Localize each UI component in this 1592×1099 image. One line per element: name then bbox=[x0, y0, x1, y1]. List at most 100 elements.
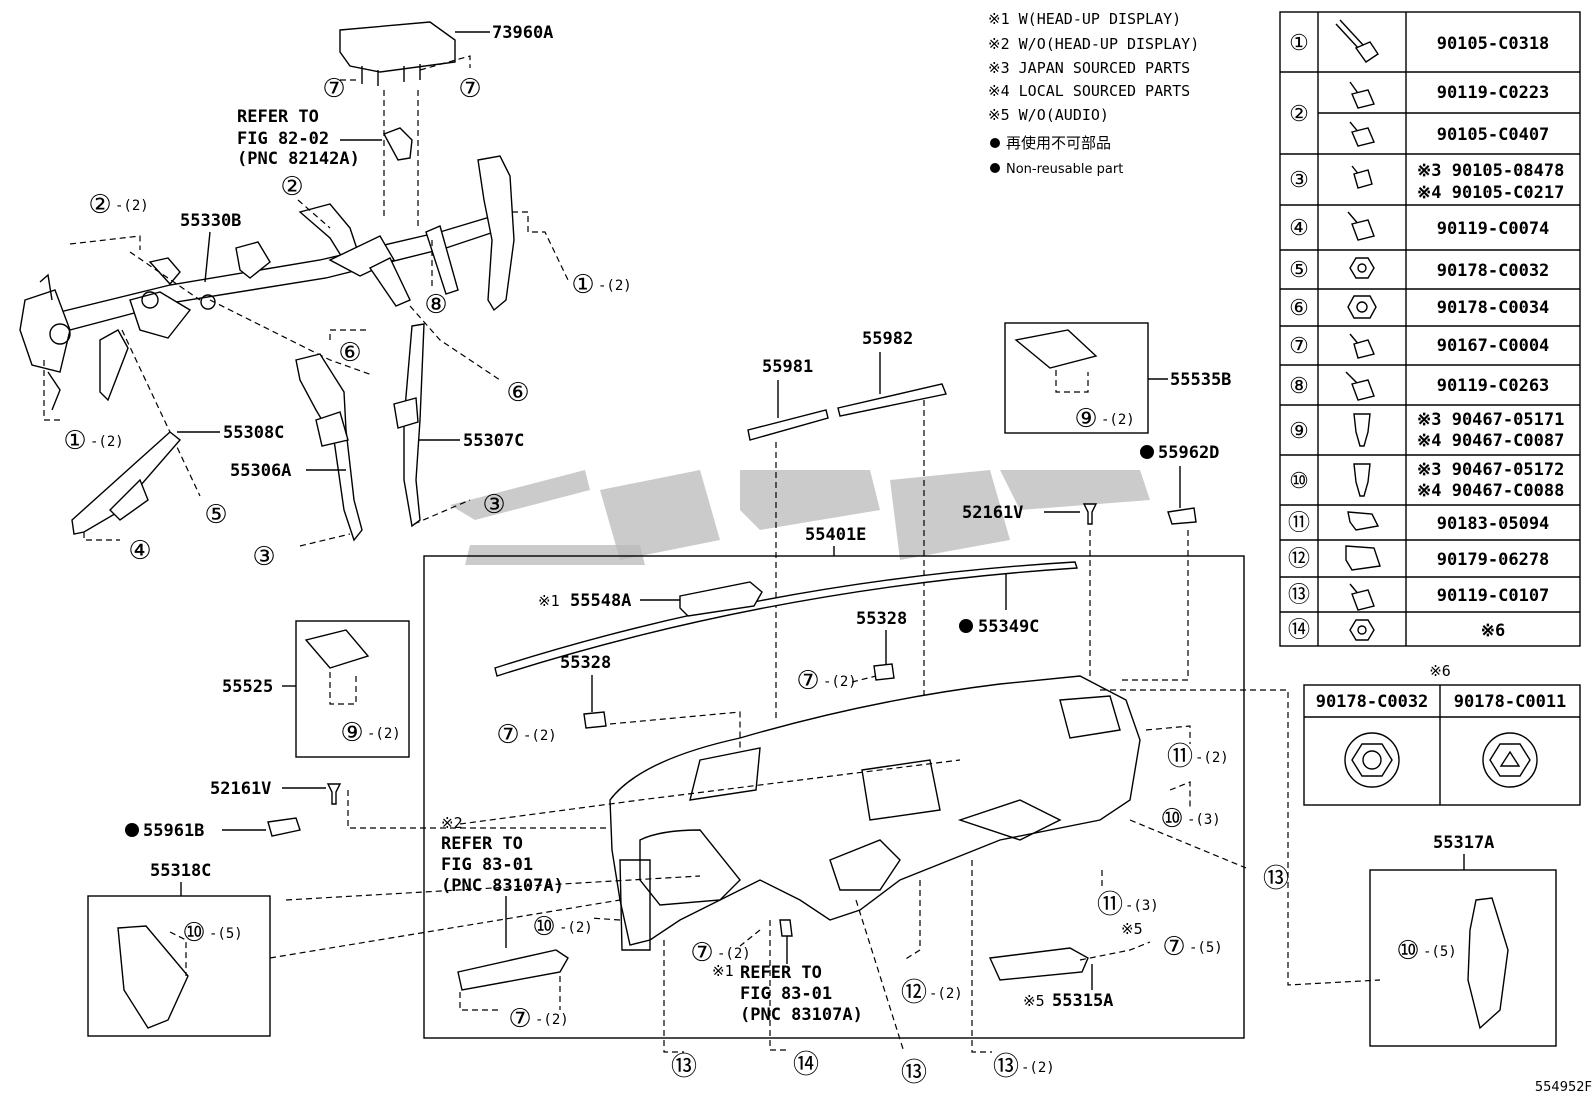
clip-icon bbox=[1353, 463, 1371, 497]
table-part-number: ※4 90467-C0087 bbox=[1417, 431, 1564, 451]
vent-55981 bbox=[747, 409, 829, 441]
mark-55548A: ※1 bbox=[538, 592, 560, 610]
mark-7-with-5: ※5 bbox=[1121, 920, 1143, 938]
label-55982: 55982 bbox=[862, 329, 913, 349]
bolt-icon bbox=[1349, 333, 1375, 359]
table-row-number: ⑪ bbox=[1288, 511, 1310, 536]
note-2: ※2 W/O(HEAD-UP DISPLAY) bbox=[988, 35, 1199, 53]
table-row-number: ① bbox=[1289, 31, 1309, 56]
table-part-number: ※3 90105-08478 bbox=[1417, 161, 1564, 181]
table-part-number: ※3 90467-05171 bbox=[1417, 410, 1564, 430]
clip-icon bbox=[1353, 413, 1371, 447]
callout-marker: ⑩-(3) bbox=[1160, 804, 1220, 834]
nut-icon bbox=[1349, 257, 1375, 279]
callout-marker: ⑪-(3) bbox=[1097, 890, 1159, 920]
callout-quantity: -(5) bbox=[1189, 940, 1223, 956]
note-7: Non-reusable part bbox=[1006, 162, 1123, 177]
clip-55328 bbox=[583, 711, 607, 729]
callout-number: ⑦ bbox=[508, 1004, 531, 1034]
nut-table-right-part: 90178-C0011 bbox=[1454, 692, 1567, 712]
bolt-icon bbox=[1351, 165, 1373, 189]
table-part-number: ※6 bbox=[1481, 621, 1505, 641]
callout-number: ⑬ bbox=[1263, 864, 1289, 894]
callout-number: ⑫ bbox=[901, 978, 927, 1008]
callout-quantity: -(2) bbox=[1021, 1060, 1055, 1076]
bracket-55308C bbox=[71, 431, 182, 535]
table-part-number: ※4 90105-C0217 bbox=[1417, 183, 1564, 203]
ref1-line1: REFER TO bbox=[237, 107, 319, 127]
table-part-number: 90119-C0223 bbox=[1437, 83, 1550, 103]
bolt-icon bbox=[1349, 121, 1375, 147]
note-1: ※1 W(HEAD-UP DISPLAY) bbox=[988, 10, 1181, 28]
label-55535B: 55535B bbox=[1170, 370, 1231, 390]
watermark-logo bbox=[450, 470, 1150, 565]
callout-quantity: -(3) bbox=[1187, 812, 1221, 828]
note-4: ※4 LOCAL SOURCED PARTS bbox=[988, 82, 1190, 100]
callout-number: ⑪ bbox=[1167, 742, 1193, 772]
ref3-line3: (PNC 83107A) bbox=[740, 1005, 863, 1025]
table-row-number: ⑨ bbox=[1289, 419, 1309, 444]
bolt-icon bbox=[1349, 81, 1375, 109]
bolt-icon bbox=[1345, 371, 1375, 401]
label-55330B: 55330B bbox=[180, 211, 241, 231]
ref1-line2: FIG 82-02 bbox=[237, 129, 329, 149]
ref2-line1: REFER TO bbox=[441, 834, 523, 854]
callout-marker: ⑦ bbox=[458, 74, 481, 104]
figure-id: 554952F bbox=[1535, 1080, 1592, 1095]
table-row-number: ④ bbox=[1289, 216, 1309, 241]
note-6: 再使用不可部品 bbox=[1006, 134, 1111, 152]
box-55535B bbox=[1004, 322, 1149, 434]
callout-marker: ⑧ bbox=[424, 290, 447, 320]
box-55525 bbox=[295, 620, 410, 758]
callout-quantity: -(2) bbox=[1101, 412, 1135, 428]
callout-number: ⑬ bbox=[671, 1052, 697, 1082]
callout-number: ⑪ bbox=[1097, 890, 1123, 920]
box-55318C bbox=[87, 895, 271, 1037]
callout-quantity: -(2) bbox=[367, 726, 401, 742]
duct-83107A bbox=[457, 949, 569, 991]
callout-number: ⑨ bbox=[340, 718, 363, 748]
callout-number: ⑥ bbox=[338, 338, 361, 368]
bolt-icon bbox=[1349, 583, 1375, 611]
callout-marker: ①-(2) bbox=[571, 270, 631, 300]
flange-nut-icon bbox=[1482, 732, 1538, 788]
label-55981: 55981 bbox=[762, 357, 813, 377]
callout-marker: ⑦ bbox=[322, 74, 345, 104]
label-55308C: 55308C bbox=[223, 423, 284, 443]
table-row-number: ⑫ bbox=[1288, 547, 1310, 572]
callout-quantity: -(2) bbox=[115, 198, 149, 214]
callout-number: ⑩ bbox=[1160, 804, 1183, 834]
cover-55961B bbox=[267, 817, 301, 837]
label-55401E: 55401E bbox=[805, 525, 866, 545]
ref2-mark: ※2 bbox=[441, 814, 463, 832]
cover-55525 bbox=[304, 629, 370, 669]
callout-marker: ⑦-(5) bbox=[1162, 932, 1222, 962]
callout-marker: ⑬-(2) bbox=[993, 1052, 1055, 1082]
label-55317A: 55317A bbox=[1433, 833, 1494, 853]
callout-marker: ①-(2) bbox=[63, 426, 123, 456]
label-55962D: 55962D bbox=[1158, 443, 1219, 463]
bolt-icon bbox=[1335, 19, 1379, 63]
callout-quantity: -(2) bbox=[90, 434, 124, 450]
callout-quantity: -(5) bbox=[1423, 944, 1457, 960]
callout-marker: ③ bbox=[482, 490, 505, 520]
callout-quantity: -(2) bbox=[929, 986, 963, 1002]
callout-marker: ④ bbox=[128, 536, 151, 566]
callout-number: ⑦ bbox=[690, 938, 713, 968]
ref2-line3: (PNC 83107A) bbox=[441, 876, 564, 896]
label-55525: 55525 bbox=[222, 677, 273, 697]
table-row-number: ② bbox=[1289, 102, 1309, 127]
callout-quantity: -(2) bbox=[523, 728, 557, 744]
callout-number: ② bbox=[88, 190, 111, 220]
non-reusable-dot-icon bbox=[990, 163, 1000, 173]
clip-55328 bbox=[873, 663, 895, 681]
label-55307C: 55307C bbox=[463, 431, 524, 451]
instrument-panel-55401E bbox=[609, 675, 1141, 951]
callout-marker: ⑨-(2) bbox=[340, 718, 400, 748]
table-part-number: 90167-C0004 bbox=[1437, 336, 1550, 356]
table-part-number: ※4 90467-C0088 bbox=[1417, 481, 1564, 501]
vent-55982 bbox=[837, 383, 947, 417]
callout-number: ⑦ bbox=[796, 666, 819, 696]
clip-nut-icon bbox=[1345, 545, 1381, 571]
callout-marker: ⑭ bbox=[793, 1050, 819, 1080]
